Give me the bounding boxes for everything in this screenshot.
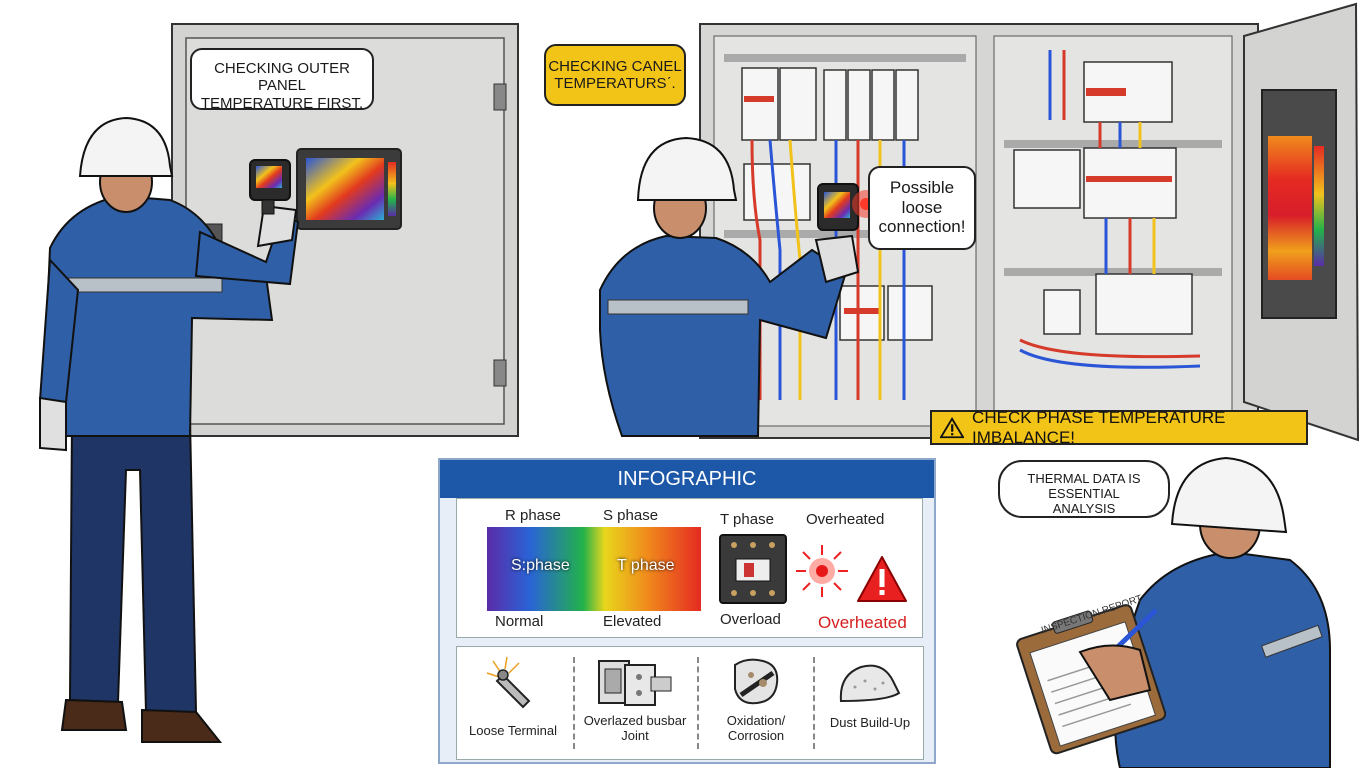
r-phase-label: R phase (505, 507, 561, 524)
infographic-title: INFOGRAPHIC (440, 460, 934, 498)
worker-left (38, 116, 300, 743)
speech-bubble-thermal-data: THERMAL DATA IS ESSENTIAL ANALYSIS (998, 460, 1170, 518)
bubble-text-line: THERMAL DATA IS ESSENTIAL (1027, 471, 1141, 501)
overload-panel: T phase Overheated Overload Overheated (710, 498, 923, 638)
bubble-text-line: CHECKING OUTER PANEL (214, 60, 350, 95)
bubble-text-line: TEMPERATURSˊ. (554, 75, 676, 93)
bubble-text-line: Possible (889, 178, 955, 197)
loose-terminal-icon (486, 656, 531, 709)
open-electrical-panel (699, 2, 1360, 442)
bubble-text-line: ANALYSIS (1052, 500, 1116, 516)
danger-triangle-icon (857, 556, 907, 602)
cause-oxidation: Oxidation/ Corrosion (703, 647, 809, 759)
infographic-panel: INFOGRAPHIC R phase S phase S:phase T ph… (438, 458, 936, 764)
overheated-bottom-label: Overheated (818, 613, 907, 632)
bubble-text-line: loose (901, 197, 943, 217)
t-phase-label: T phase (720, 511, 774, 528)
cause-label-line: Oxidation/ (726, 713, 786, 728)
elevated-label: Elevated (603, 613, 662, 630)
cause-label-line: Corrosion (727, 728, 785, 743)
worker-center (599, 136, 880, 437)
cause-label-line: Joint (621, 728, 649, 743)
s-phase-label: S phase (603, 507, 659, 524)
overheated-top-label: Overheated (806, 511, 885, 528)
dust-icon (839, 664, 901, 703)
speech-bubble-panel-temperatures: CHECKING CANEL TEMPERATURSˊ. (544, 44, 686, 106)
overload-label: Overload (720, 611, 781, 628)
worker-right (1016, 456, 1331, 768)
breaker-icon (719, 534, 787, 604)
busbar-joint-icon (598, 660, 672, 706)
bubble-text-line: CHECKING CANEL (548, 58, 682, 75)
bubble-text-line: connection! (878, 217, 966, 237)
speech-bubble-loose-connection: Possible loose connection! (868, 166, 976, 250)
oxidation-icon (734, 658, 779, 705)
cause-loose-terminal: Loose Terminal (457, 647, 569, 759)
cause-label-line: Dust Build-Up (829, 715, 911, 730)
divider (813, 657, 815, 749)
normal-label: Normal (495, 613, 544, 630)
cause-busbar-joint: Overlazed busbar Joint (579, 647, 691, 759)
warning-triangle-icon (940, 416, 965, 438)
cause-label-line: Loose Terminal (469, 723, 557, 738)
divider (697, 657, 699, 749)
temperature-gradient-bar: S:phase T phase (487, 527, 701, 611)
cause-label-line: Overlazed busbar (583, 713, 687, 728)
t-phase-inner-label: T phase (617, 557, 675, 574)
causes-panel: Loose Terminal Overlazed busbar Joint (456, 646, 924, 760)
cause-dust: Dust Build-Up (817, 647, 923, 759)
divider (573, 657, 575, 749)
phase-imbalance-warning: CHECK PHASE TEMPERATURE IMBALANCE! (930, 407, 1308, 447)
bubble-text-line: TEMPERATURE FIRST. (200, 94, 364, 112)
panel-thermal-display (296, 148, 402, 230)
s-phase-inner-label: S:phase (511, 557, 570, 574)
speech-bubble-outer-panel: CHECKING OUTER PANEL TEMPERATURE FIRST. (190, 48, 374, 112)
overheat-glow-icon (796, 545, 848, 597)
phase-temperature-scale: R phase S phase S:phase T phase Normal E… (456, 498, 730, 638)
warning-text: CHECK PHASE TEMPERATURE IMBALANCE! (972, 407, 1226, 447)
